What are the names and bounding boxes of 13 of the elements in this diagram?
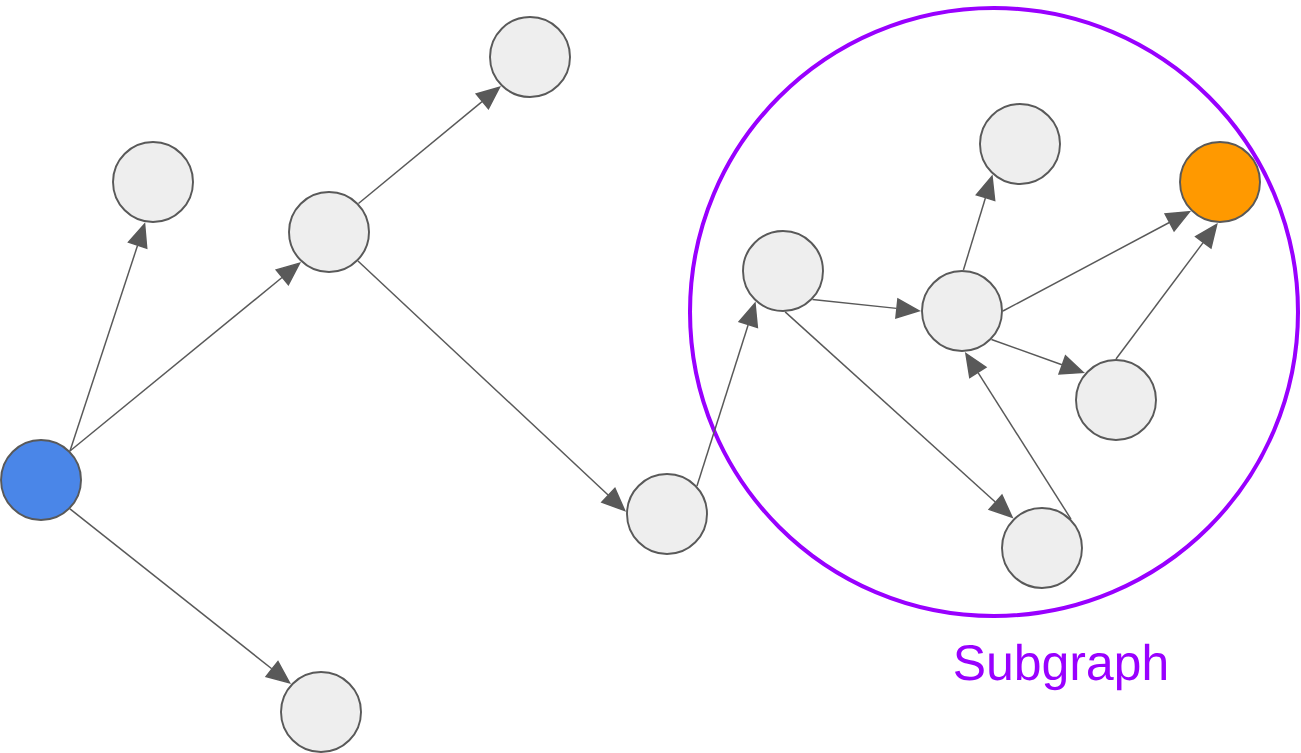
- circle-node: [742, 230, 824, 312]
- circle-node: [288, 191, 370, 273]
- circle-node: [1179, 141, 1261, 223]
- circle-node: [921, 270, 1003, 352]
- circle-node: [1075, 359, 1157, 441]
- circle-node: [979, 103, 1061, 185]
- circle-node: [626, 473, 708, 555]
- circle-node: [1001, 507, 1083, 589]
- circle-node: [280, 671, 362, 753]
- circle-node: [0, 439, 82, 521]
- circle-node: [112, 141, 194, 223]
- circle-node: [489, 16, 571, 98]
- group-label: Subgraph: [955, 643, 1166, 691]
